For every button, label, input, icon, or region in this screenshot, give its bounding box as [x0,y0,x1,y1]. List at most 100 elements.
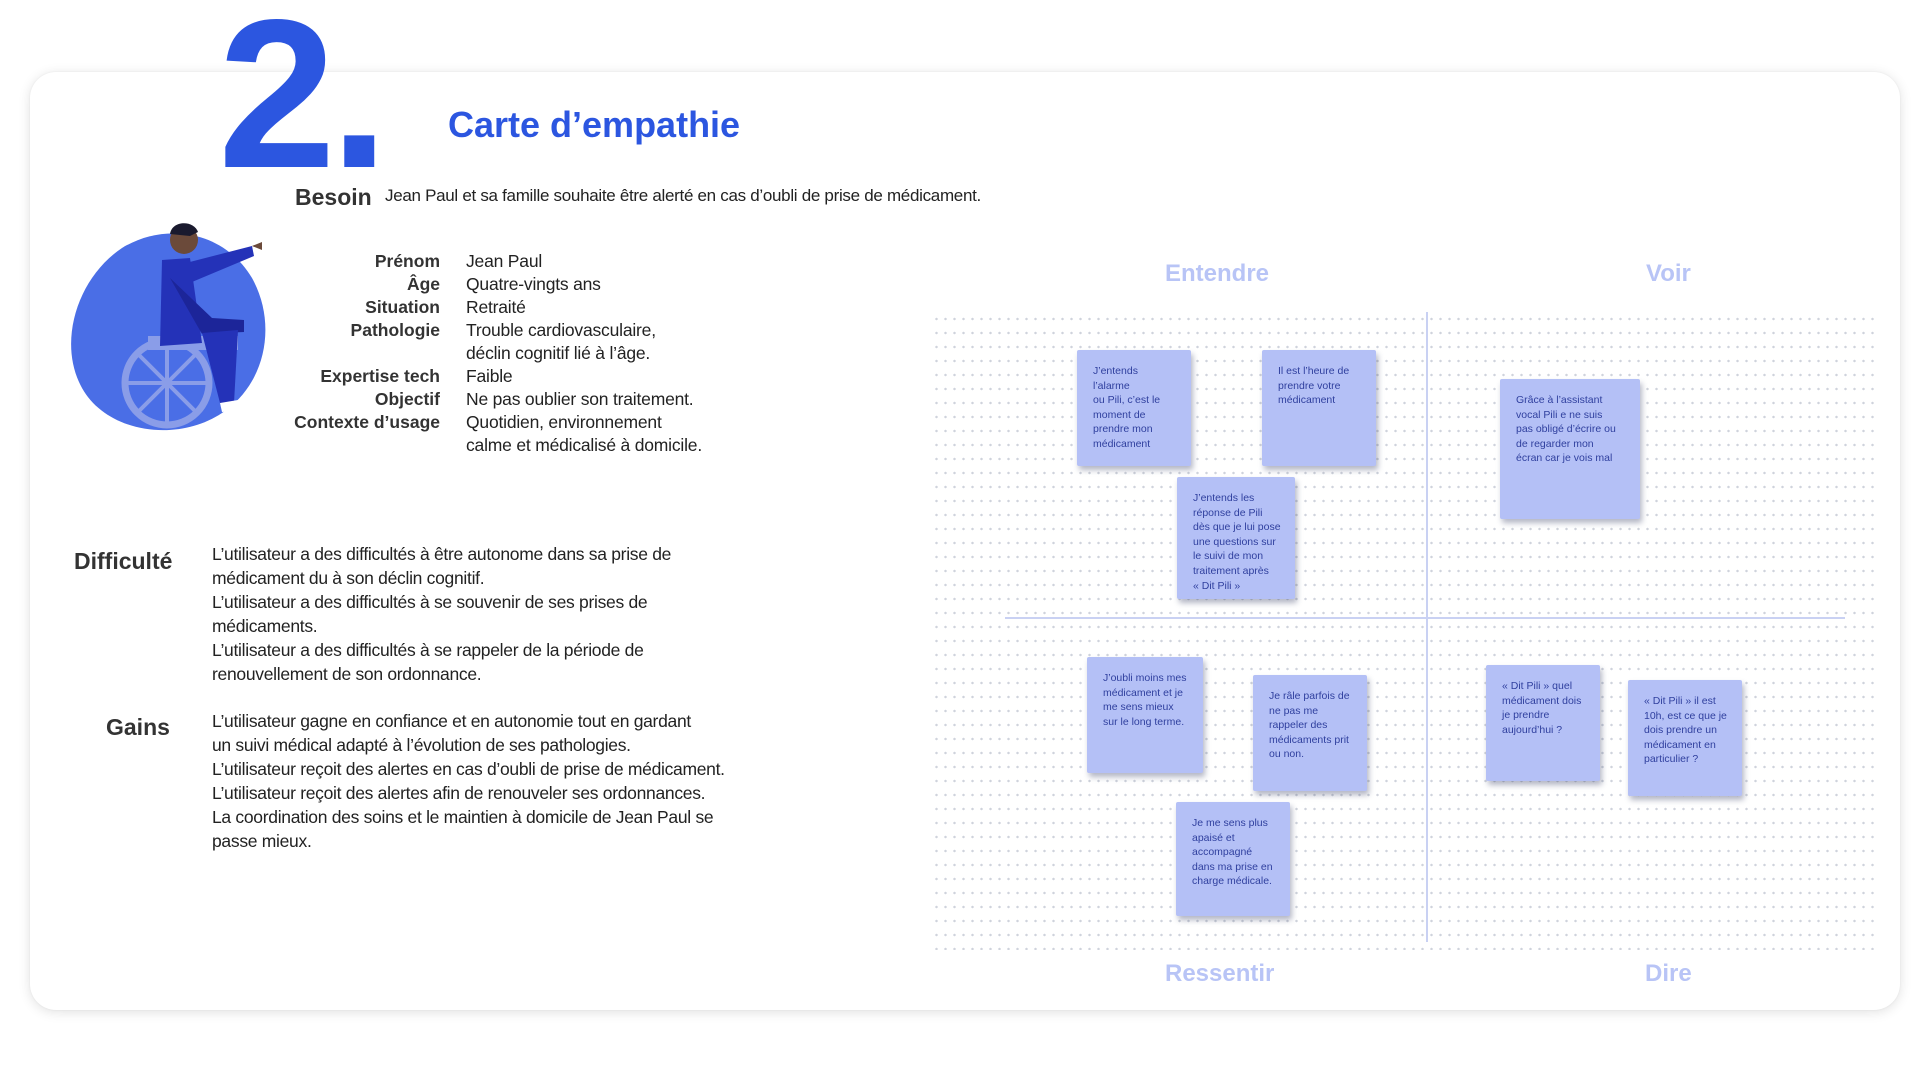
sticky-note-line: « Dit Pili » il est [1644,694,1728,709]
sticky-note: Je râle parfois de ne pas me rappeler de… [1253,675,1367,791]
sticky-note-line: pas obligé d’écrire ou [1516,422,1626,437]
sticky-note-line: rappeler des [1269,718,1353,733]
sticky-note-line: J’entends l’alarme [1093,364,1177,393]
sticky-note-line: médicament [1093,437,1177,452]
profile-key: Expertise tech [270,365,466,388]
dot-grid-background [932,312,1880,950]
sticky-note-line: prendre votre [1278,379,1362,394]
sticky-note-line: médicament dois [1502,694,1586,709]
gains-text: L’utilisateur gagne en confiance et en a… [212,709,725,853]
gains-label: Gains [106,714,170,741]
profile-row: déclin cognitif lié à l’âge. [270,342,702,365]
difficulte-line: renouvellement de son ordonnance. [212,662,671,686]
sticky-note-line: moment de [1093,408,1177,423]
profile-value: Ne pas oublier son traitement. [466,388,693,411]
sticky-note-line: J’entends les [1193,491,1281,506]
difficulte-line: L’utilisateur a des difficultés à être a… [212,542,671,566]
gains-line: La coordination des soins et le maintien… [212,805,725,829]
sticky-note-line: Grâce à l’assistant [1516,393,1626,408]
profile-value: calme et médicalisé à domicile. [466,434,702,457]
sticky-note-line: ou non. [1269,747,1353,762]
sticky-note-line: dès que je lui pose [1193,520,1281,535]
sticky-note-line: le suivi de mon [1193,549,1281,564]
sticky-note: « Dit Pili » quel médicament dois je pre… [1486,665,1600,781]
difficulte-line: L’utilisateur a des difficultés à se sou… [212,590,671,614]
sticky-note-line: charge médicale. [1192,874,1276,889]
sticky-note-line: apaisé et [1192,831,1276,846]
sticky-note-line: « Dit Pili » quel [1502,679,1586,694]
horizontal-axis [1005,617,1845,619]
gains-line: L’utilisateur reçoit des alertes afin de… [212,781,725,805]
sticky-note-line: aujourd’hui ? [1502,723,1586,738]
sticky-note: Il est l’heure de prendre votre médicame… [1262,350,1376,466]
profile-key: Situation [270,296,466,319]
sticky-note: J’entends l’alarme ou Pili, c’est le mom… [1077,350,1191,466]
difficulte-line: médicaments. [212,614,671,638]
profile-key: Pathologie [270,319,466,342]
sticky-note: J’oubli moins mes médicament et je me se… [1087,657,1203,773]
sticky-note-line: Je râle parfois de [1269,689,1353,704]
sticky-note-line: particulier ? [1644,752,1728,767]
profile-value: Retraité [466,296,526,319]
profile-key: Prénom [270,250,466,273]
sticky-note-line: dans ma prise en [1192,860,1276,875]
sticky-note-line: je prendre [1502,708,1586,723]
sticky-note-line: écran car je vois mal [1516,451,1626,466]
quadrant-label-voir: Voir [1646,260,1691,288]
quadrant-label-ressentir: Ressentir [1165,960,1274,988]
profile-value: Jean Paul [466,250,542,273]
profile-key: Âge [270,273,466,296]
sticky-note-line: J’oubli moins mes [1103,671,1189,686]
profile-key: Objectif [270,388,466,411]
profile-row: calme et médicalisé à domicile. [270,434,702,457]
page-title: Carte d’empathie [448,104,740,146]
sticky-note-line: Il est l’heure de [1278,364,1362,379]
sticky-note-line: de regarder mon [1516,437,1626,452]
quadrant-label-dire: Dire [1645,960,1692,988]
sticky-note: « Dit Pili » il est 10h, est ce que je d… [1628,680,1742,796]
besoin-text: Jean Paul et sa famille souhaite être al… [385,186,981,206]
profile-value: Quatre-vingts ans [466,273,601,296]
gains-line: un suivi médical adapté à l’évolution de… [212,733,725,757]
sticky-note: J’entends les réponse de Pili dès que je… [1177,477,1295,599]
sticky-note-line: médicament et je [1103,686,1189,701]
sticky-note: Je me sens plus apaisé et accompagné dan… [1176,802,1290,916]
gains-line: L’utilisateur reçoit des alertes en cas … [212,757,725,781]
quadrant-label-entendre: Entendre [1165,260,1269,288]
profile-key: Contexte d’usage [270,411,466,434]
gains-line: L’utilisateur gagne en confiance et en a… [212,709,725,733]
sticky-note-line: « Dit Pili » [1193,579,1281,594]
difficulte-line: médicament du à son déclin cognitif. [212,566,671,590]
sticky-note-line: réponse de Pili [1193,506,1281,521]
profile-value: Faible [466,365,512,388]
sticky-note-line: médicament en [1644,738,1728,753]
sticky-note-line: Je me sens plus [1192,816,1276,831]
sticky-note-line: médicaments prit [1269,733,1353,748]
sticky-note-line: ne pas me [1269,704,1353,719]
sticky-note-line: ou Pili, c’est le [1093,393,1177,408]
gains-line: passe mieux. [212,829,725,853]
profile-key [270,434,466,457]
sticky-note-line: vocal Pili e ne suis [1516,408,1626,423]
profile-value: Quotidien, environnement [466,411,662,434]
difficulte-text: L’utilisateur a des difficultés à être a… [212,542,671,686]
vertical-axis [1426,312,1428,942]
sticky-note-line: une questions sur [1193,535,1281,550]
sticky-note-line: accompagné [1192,845,1276,860]
profile-value: Trouble cardiovasculaire, [466,319,656,342]
sticky-note-line: sur le long terme. [1103,715,1189,730]
difficulte-line: L’utilisateur a des difficultés à se rap… [212,638,671,662]
difficulte-label: Difficulté [74,548,172,575]
sticky-note-line: prendre mon [1093,422,1177,437]
sticky-note-line: traitement après [1193,564,1281,579]
sticky-note: Grâce à l’assistant vocal Pili e ne suis… [1500,379,1640,519]
sticky-note-line: dois prendre un [1644,723,1728,738]
besoin-label: Besoin [295,184,372,211]
